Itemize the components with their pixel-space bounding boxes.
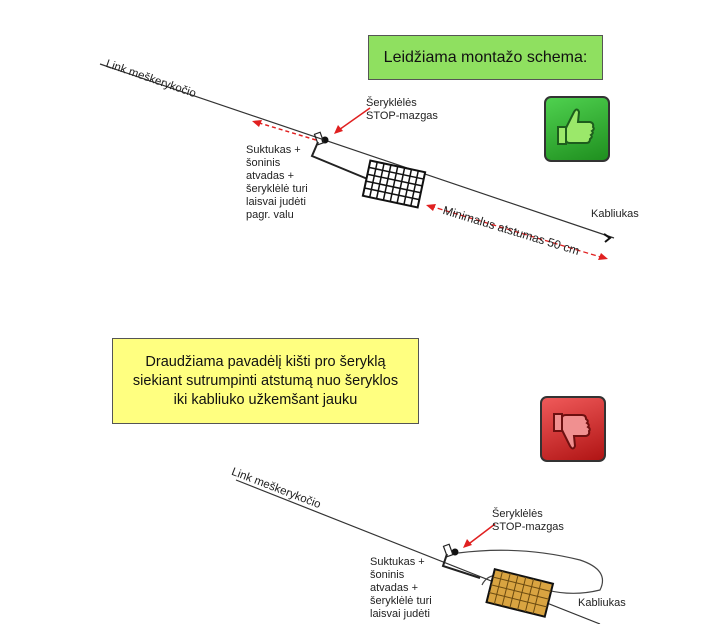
bottom-swivel-label: Suktukas + šoninis atvadas + šeryklėlė t… <box>370 556 432 620</box>
forbidden-rig-title: Draudžiama pavadėlį kišti pro šeryklą si… <box>132 353 399 408</box>
top-stop-arrow <box>335 107 371 133</box>
top-distance-arrow <box>429 205 605 259</box>
top-slide-arrow <box>255 121 317 141</box>
top-swivel <box>313 131 325 146</box>
bottom-feeder <box>485 568 555 618</box>
bottom-stop-knot <box>451 548 459 556</box>
forbidden-rig-title-box: Draudžiama pavadėlį kišti pro šeryklą si… <box>112 338 419 424</box>
bottom-hook-label: Kabliukas <box>578 597 626 609</box>
top-stop-knot-label: Šeryklėlės STOP-mazgas <box>366 97 438 122</box>
bottom-swivel <box>442 543 454 558</box>
top-hook-label: Kabliukas <box>591 208 639 220</box>
top-side-boom <box>310 141 371 181</box>
top-swivel-label: Suktukas + šoninis atvadas + šeryklėlė t… <box>246 144 308 221</box>
thumbs-up-icon <box>544 96 610 162</box>
top-main-line <box>99 63 615 239</box>
bottom-stop-arrow <box>465 523 496 547</box>
bottom-side-boom <box>441 553 481 579</box>
allowed-rig-title: Leidžiama montažo schema: <box>383 48 588 66</box>
top-hook <box>603 233 612 243</box>
thumbs-down-icon <box>540 396 606 462</box>
top-feeder <box>361 159 427 209</box>
allowed-rig-title-box: Leidžiama montažo schema: <box>368 35 603 80</box>
bottom-stop-knot-label: Šeryklėlės STOP-mazgas <box>492 508 564 533</box>
